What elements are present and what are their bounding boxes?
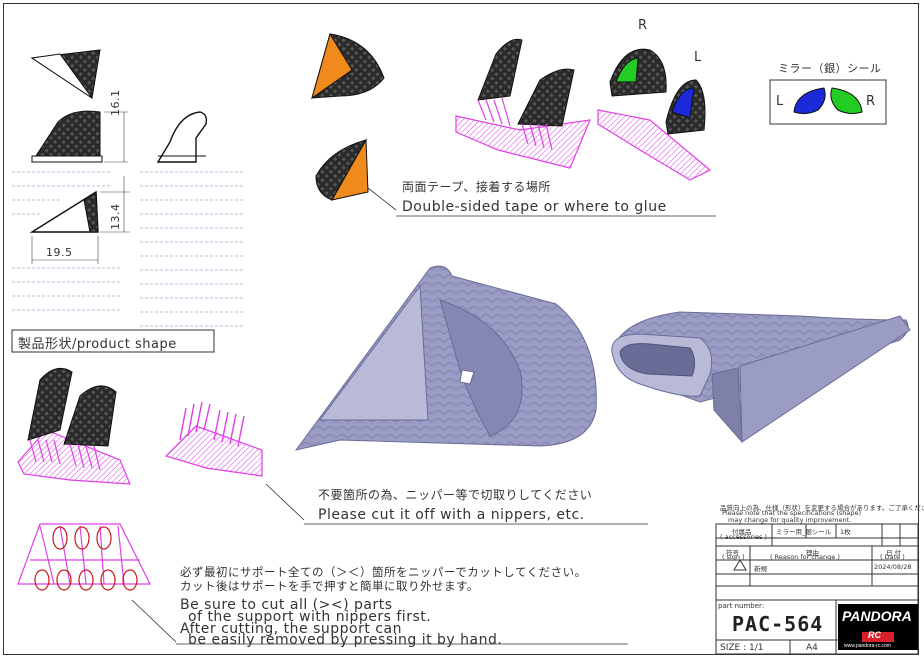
brand-sub: RC: [868, 630, 881, 640]
paper-size: A4: [806, 643, 818, 653]
cut-note-en: Please cut it off with a nippers, etc.: [318, 507, 585, 523]
dimension-width: 19.5: [46, 246, 73, 259]
parts-on-support-view: [455, 38, 591, 169]
mirror-seal-right: R: [866, 94, 876, 109]
cut-leader-line: [265, 483, 305, 521]
product-shape-label: 製品形状/product shape: [18, 337, 177, 352]
mirror-seal-left: L: [776, 94, 784, 109]
tape-note-en: Double-sided tape or where to glue: [402, 199, 667, 215]
part-number-label: part number:: [718, 602, 765, 610]
support-note-en-4: be easily removed by pressing it by hand…: [188, 632, 503, 648]
dimension-height-1: 16.1: [109, 89, 122, 117]
product-view-bottom: [29, 176, 130, 264]
notice-en-1: Please note that the specifications (sha…: [722, 509, 862, 517]
brand-name: PANDORA: [842, 608, 912, 624]
parts-on-support-view-2: [17, 367, 131, 485]
tape-leader-line: [367, 187, 397, 211]
support-note-jp-2: カット後はサポートを手で押すと簡単に取り外せます。: [180, 579, 479, 593]
product-shape-label-box: [11, 329, 215, 353]
side-label-r: R: [638, 18, 648, 33]
title-block-grid: [715, 523, 919, 655]
tape-note-jp: 両面テープ、接着する場所: [402, 180, 551, 194]
sign-label-en: ( sign ): [722, 553, 745, 561]
cut-note-jp: 不要箇所の為、ニッパー等で切取りしてください: [318, 488, 593, 502]
drawing-frame: [3, 3, 919, 655]
large-render-rear: [611, 311, 911, 444]
support-only-view: [164, 401, 263, 477]
accessories-label: 付属品: [732, 528, 752, 536]
accessories-value: ミラー用_銀シール: [776, 528, 832, 536]
accessories-count: 1枚: [840, 528, 851, 536]
sign-label: 符号: [726, 549, 739, 557]
support-note-en-1: Be sure to cut all (><) parts: [180, 597, 393, 613]
date-label: 日 付: [886, 549, 902, 557]
support-note-en-2: of the support with nippers first.: [188, 609, 432, 625]
product-view-top: [30, 49, 101, 99]
reason-label: 理由: [806, 549, 819, 557]
support-note-en-3: After cutting, the support can: [180, 621, 402, 637]
size-label: SIZE : 1/1: [720, 643, 764, 653]
mirror-seal-title: ミラー（銀）シール: [778, 62, 882, 75]
part-number: PAC-564: [732, 612, 824, 636]
mirror-seal-shapes: [769, 79, 887, 125]
reason-label-en: ( Reason for change ): [770, 553, 840, 561]
revision-new-label: 新規: [754, 565, 767, 573]
support-cut-marks-view: [17, 523, 151, 591]
support-leader-line: [131, 599, 177, 643]
date-label-en: ( Date ): [880, 553, 905, 561]
support-note-jp-1: 必ず最初にサポート全ての（＞＜）箇所をニッパーでカットしてください。: [180, 565, 587, 579]
mirror-view-r-l: [597, 48, 712, 181]
notice-en-2: may change for quality improvement.: [728, 516, 852, 524]
accessories-label-en: ( accessories ): [720, 533, 767, 541]
product-view-front-outline: [156, 111, 208, 163]
revision-triangle-icon: [733, 559, 747, 571]
pandora-logo: [838, 604, 918, 650]
revision-date: 2024/08/28: [874, 563, 912, 571]
large-render-front: [294, 265, 597, 451]
side-label-l: L: [694, 50, 702, 65]
tape-area-view-bottom: [315, 138, 369, 201]
product-view-side: [31, 110, 128, 163]
notice-jp: 品質向上の為、仕様（形状）を変更する場合があります。ご了承ください。: [720, 504, 924, 512]
faint-reference-text: [12, 171, 245, 327]
brand-url: www.pandora-rc.com: [844, 643, 891, 649]
tape-area-view-top: [311, 32, 385, 100]
dimension-height-2: 13.4: [109, 203, 122, 231]
